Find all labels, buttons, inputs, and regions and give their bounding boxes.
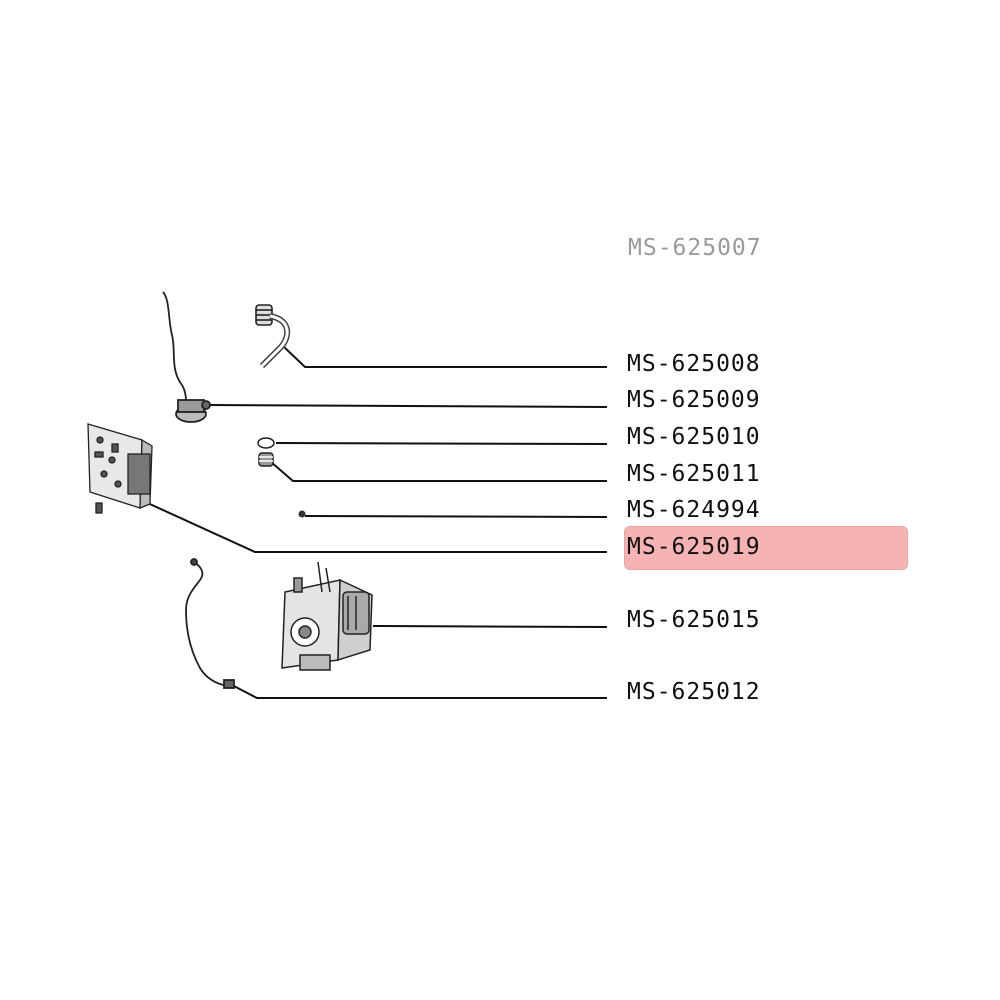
seal-ring-part[interactable] <box>257 437 275 449</box>
selected-part-highlight <box>624 526 908 570</box>
brewing-unit-part[interactable] <box>281 561 373 671</box>
leader-line-624994 <box>304 515 608 518</box>
hose-fitting-part[interactable] <box>255 304 291 369</box>
leader-line-625011 <box>270 461 607 482</box>
part-label-625019[interactable]: MS-625019 <box>627 534 761 560</box>
leader-line-625008 <box>282 345 607 368</box>
part-label-625008[interactable]: MS-625008 <box>627 351 761 377</box>
partial-part-label: MS-625007 <box>628 235 762 261</box>
leader-lines <box>140 345 608 699</box>
sensor-cable-part[interactable] <box>162 291 211 423</box>
part-label-625011[interactable]: MS-625011 <box>627 461 761 487</box>
part-label-624994[interactable]: MS-624994 <box>627 497 761 523</box>
leader-line-625015 <box>372 625 608 628</box>
pin-part[interactable] <box>298 510 306 518</box>
leader-line-625010 <box>275 442 608 445</box>
leader-line-625012 <box>229 683 607 699</box>
cable-harness-part[interactable] <box>185 558 235 689</box>
part-label-625009[interactable]: MS-625009 <box>627 387 761 413</box>
part-label-625015[interactable]: MS-625015 <box>627 607 761 633</box>
power-board-part[interactable] <box>87 423 153 514</box>
spring-part[interactable] <box>258 452 274 467</box>
leader-line-625019 <box>140 499 607 553</box>
part-label-625010[interactable]: MS-625010 <box>627 424 761 450</box>
part-label-625012[interactable]: MS-625012 <box>627 679 761 705</box>
leader-line-625009 <box>207 404 608 408</box>
